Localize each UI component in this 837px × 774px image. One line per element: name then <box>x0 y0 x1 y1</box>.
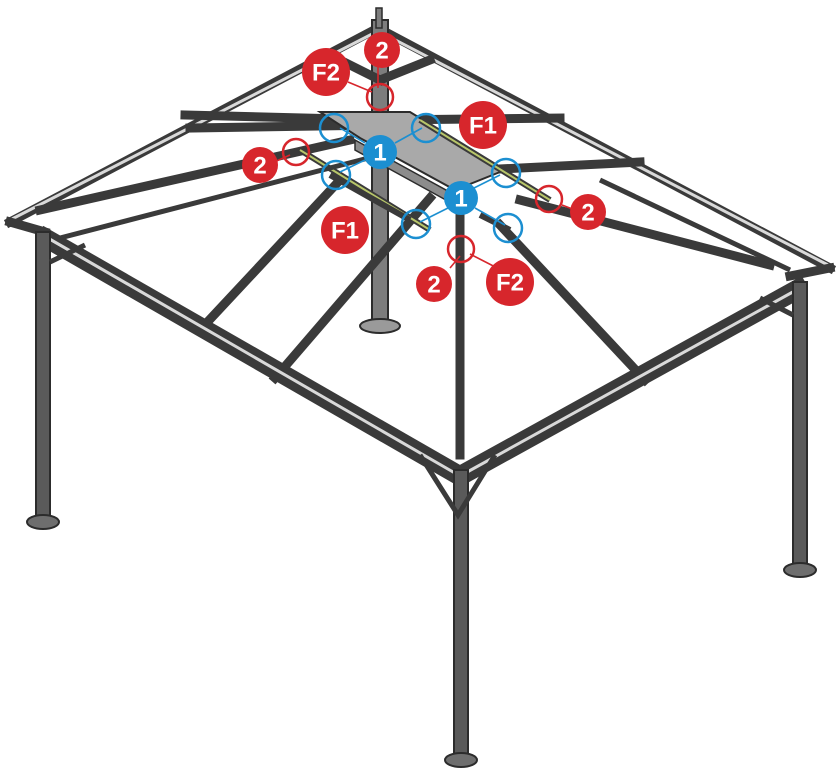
callout-badges: F2 2 F1 2 1 1 F1 2 <box>242 32 606 306</box>
badge-1-upper: 1 <box>363 135 397 169</box>
joint-ring-blue <box>490 157 522 189</box>
badge-f2-bottom: F2 <box>486 258 534 306</box>
joint-ring-blue <box>492 212 524 244</box>
joint-ring-red <box>446 234 476 264</box>
badge-f1-lower: F1 <box>321 206 369 254</box>
joint-ring-red <box>534 184 564 214</box>
eave-frame <box>38 152 807 489</box>
svg-text:2: 2 <box>375 38 388 65</box>
badge-2-top: 2 <box>364 32 400 68</box>
badge-1-lower: 1 <box>444 181 478 215</box>
joint-ring-blue <box>318 112 350 144</box>
joint-ring-red <box>365 82 395 112</box>
svg-text:F2: F2 <box>496 270 524 297</box>
joint-ring-blue <box>410 112 442 144</box>
svg-text:2: 2 <box>427 272 440 299</box>
badge-f2-top: F2 <box>302 48 350 96</box>
svg-text:F1: F1 <box>331 218 359 245</box>
svg-text:1: 1 <box>373 140 386 167</box>
svg-text:2: 2 <box>581 200 594 227</box>
joint-ring-blue <box>320 159 352 191</box>
joint-ring-blue <box>400 208 432 240</box>
svg-text:2: 2 <box>253 153 266 180</box>
cross-braces <box>298 117 552 233</box>
svg-text:F1: F1 <box>469 113 497 140</box>
svg-text:F2: F2 <box>312 60 340 87</box>
legs <box>26 231 817 768</box>
badge-2-bottom: 2 <box>416 266 452 302</box>
badge-2-left: 2 <box>242 147 278 183</box>
badge-2-right: 2 <box>570 194 606 230</box>
joint-ring-red <box>281 137 311 167</box>
badge-f1-upper: F1 <box>459 101 507 149</box>
joint-rings <box>281 82 564 264</box>
svg-text:1: 1 <box>454 186 467 213</box>
